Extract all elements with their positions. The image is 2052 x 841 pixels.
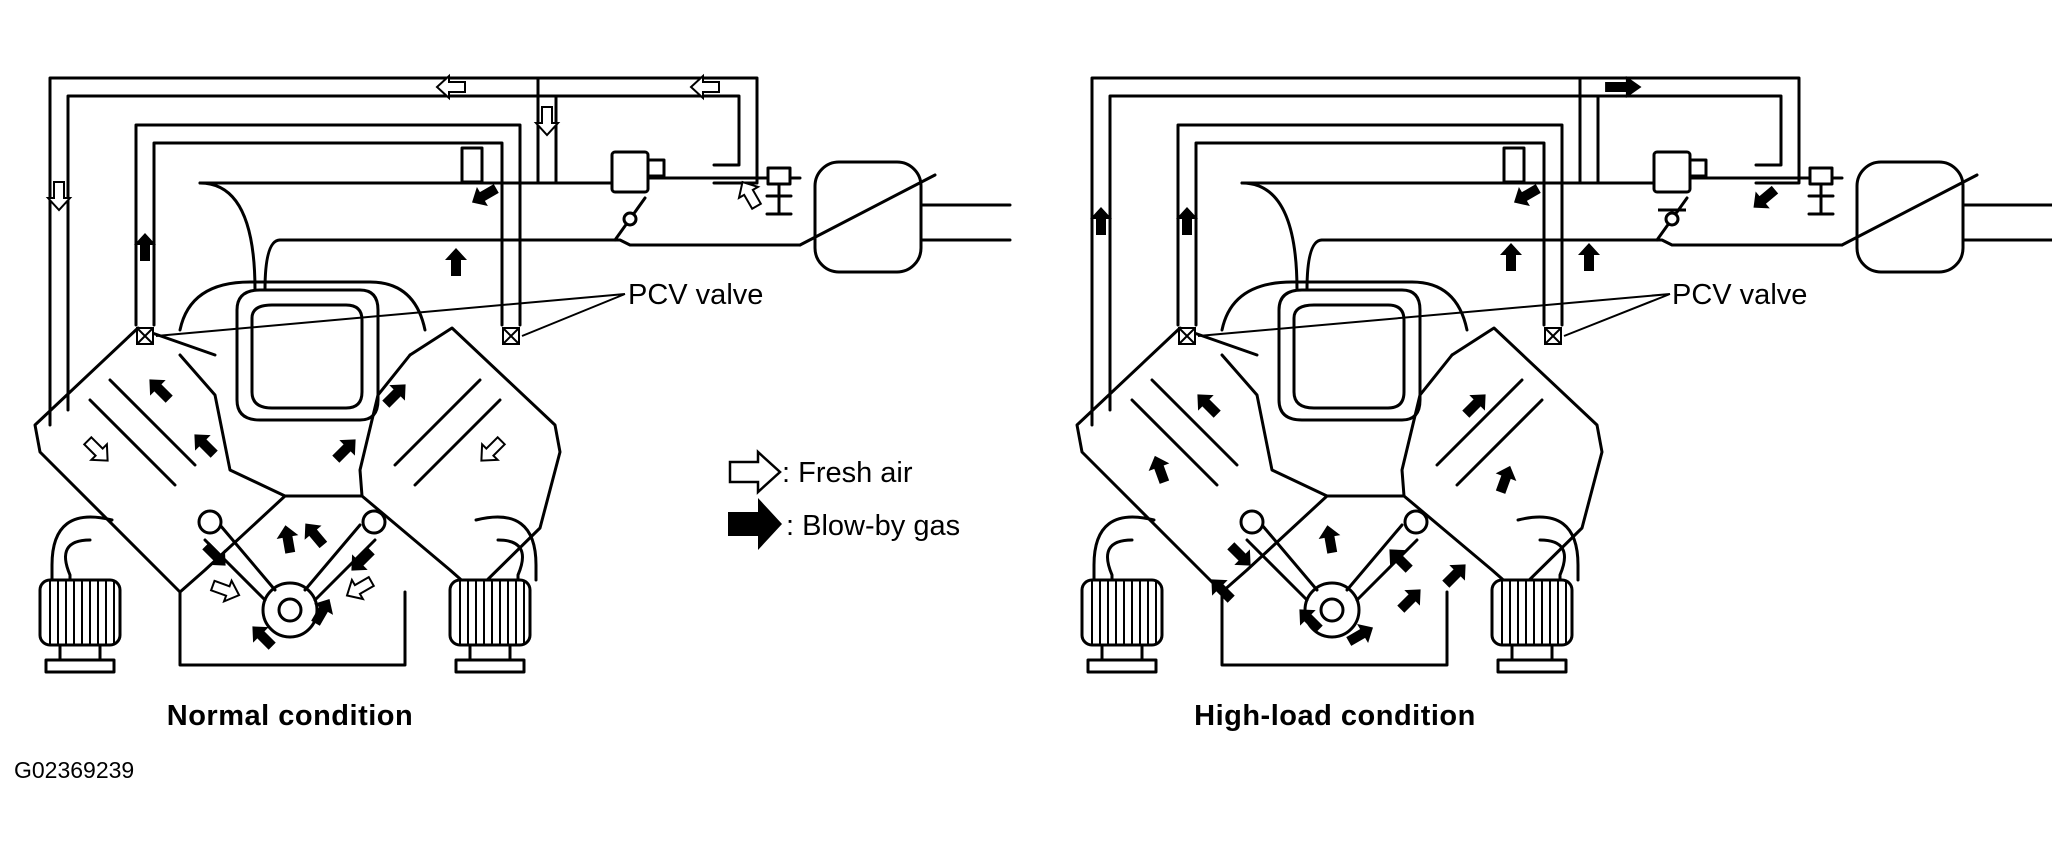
fresh-air-arrows [47,75,768,607]
pcv-valve-label: PCV valve [1672,279,1807,311]
legend: : Fresh air : Blow-by gas [728,449,960,550]
fresh-air-icon [728,449,782,495]
legend-blow-by-gas-label: : Blow-by gas [786,510,960,542]
fresh-air-arrow [340,570,378,607]
pcv-leader-lines [1197,293,1671,337]
high-load-condition-diagram: PCV valve High-load condition [1075,76,2052,732]
pcv-valve-icon-right [502,327,520,345]
blow-by-arrow [274,523,302,555]
breather-box [1502,146,1526,184]
blow-by-arrow [141,371,177,407]
breather-box [460,146,484,184]
blow-by-arrow [328,431,364,467]
blow-by-arrow [1578,243,1600,271]
blow-by-arrow [1316,523,1344,555]
blow-by-gas-icon [728,498,782,550]
normal-condition-diagram: PCV valve N [33,75,1012,732]
fresh-air-arrow [208,574,244,607]
figure-code: G02369239 [14,757,134,783]
pcv-valve-icon-left [1178,327,1196,345]
blow-by-arrow [186,426,222,462]
blow-by-arrow [343,543,379,579]
blow-by-arrow [198,538,234,574]
pcv-valve-icon-right [1544,327,1562,345]
caption-normal-condition: Normal condition [167,700,413,732]
blow-by-arrow [1458,386,1494,422]
caption-high-load-condition: High-load condition [1194,700,1476,732]
blow-by-arrow [378,376,414,412]
blow-by-arrow [1189,386,1225,422]
pcv-leader-lines [155,293,626,337]
fresh-air-arrow [472,432,510,470]
blow-by-arrow [1490,462,1521,496]
blow-by-arrow [1746,181,1783,217]
blow-by-arrow [1393,581,1429,617]
fresh-air-arrow [79,432,117,470]
pcv-valve-label: PCV valve [628,279,763,311]
blow-by-arrow [445,248,467,276]
blow-by-arrow [1438,556,1474,592]
legend-fresh-air-label: : Fresh air [782,457,913,489]
pcv-valve-icon-left [136,327,154,345]
blow-by-arrow [1144,452,1175,486]
blow-by-arrow [296,516,332,553]
blow-by-arrow [1223,538,1259,574]
blow-by-arrow [1500,243,1522,271]
